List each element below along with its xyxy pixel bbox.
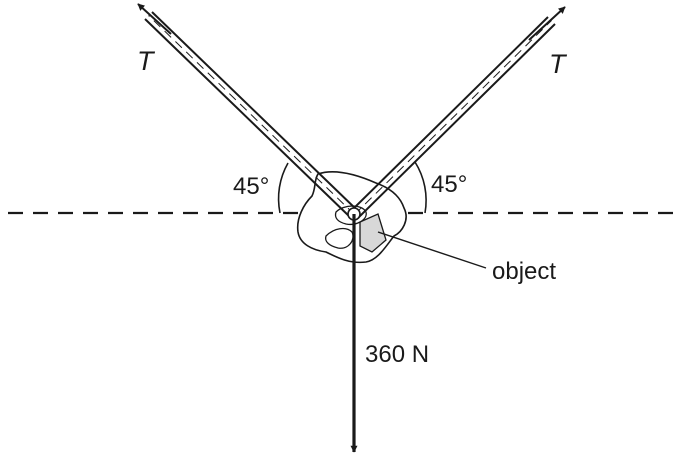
tension-arrow-left [137, 3, 172, 35]
weight-label: 360 N [365, 341, 429, 368]
tension-arrow-right [528, 6, 566, 41]
tension-label-right: T [549, 49, 568, 79]
object-label: object [492, 258, 556, 285]
object-leader-line [377, 231, 487, 269]
rope-left [144, 11, 359, 219]
angle-label-left: 45° [233, 173, 269, 200]
angle-label-right: 45° [431, 171, 467, 198]
angle-arc-left [277, 162, 289, 214]
rope-right [350, 16, 556, 219]
tension-label-left: T [137, 46, 156, 76]
angle-arc-right [414, 161, 427, 214]
